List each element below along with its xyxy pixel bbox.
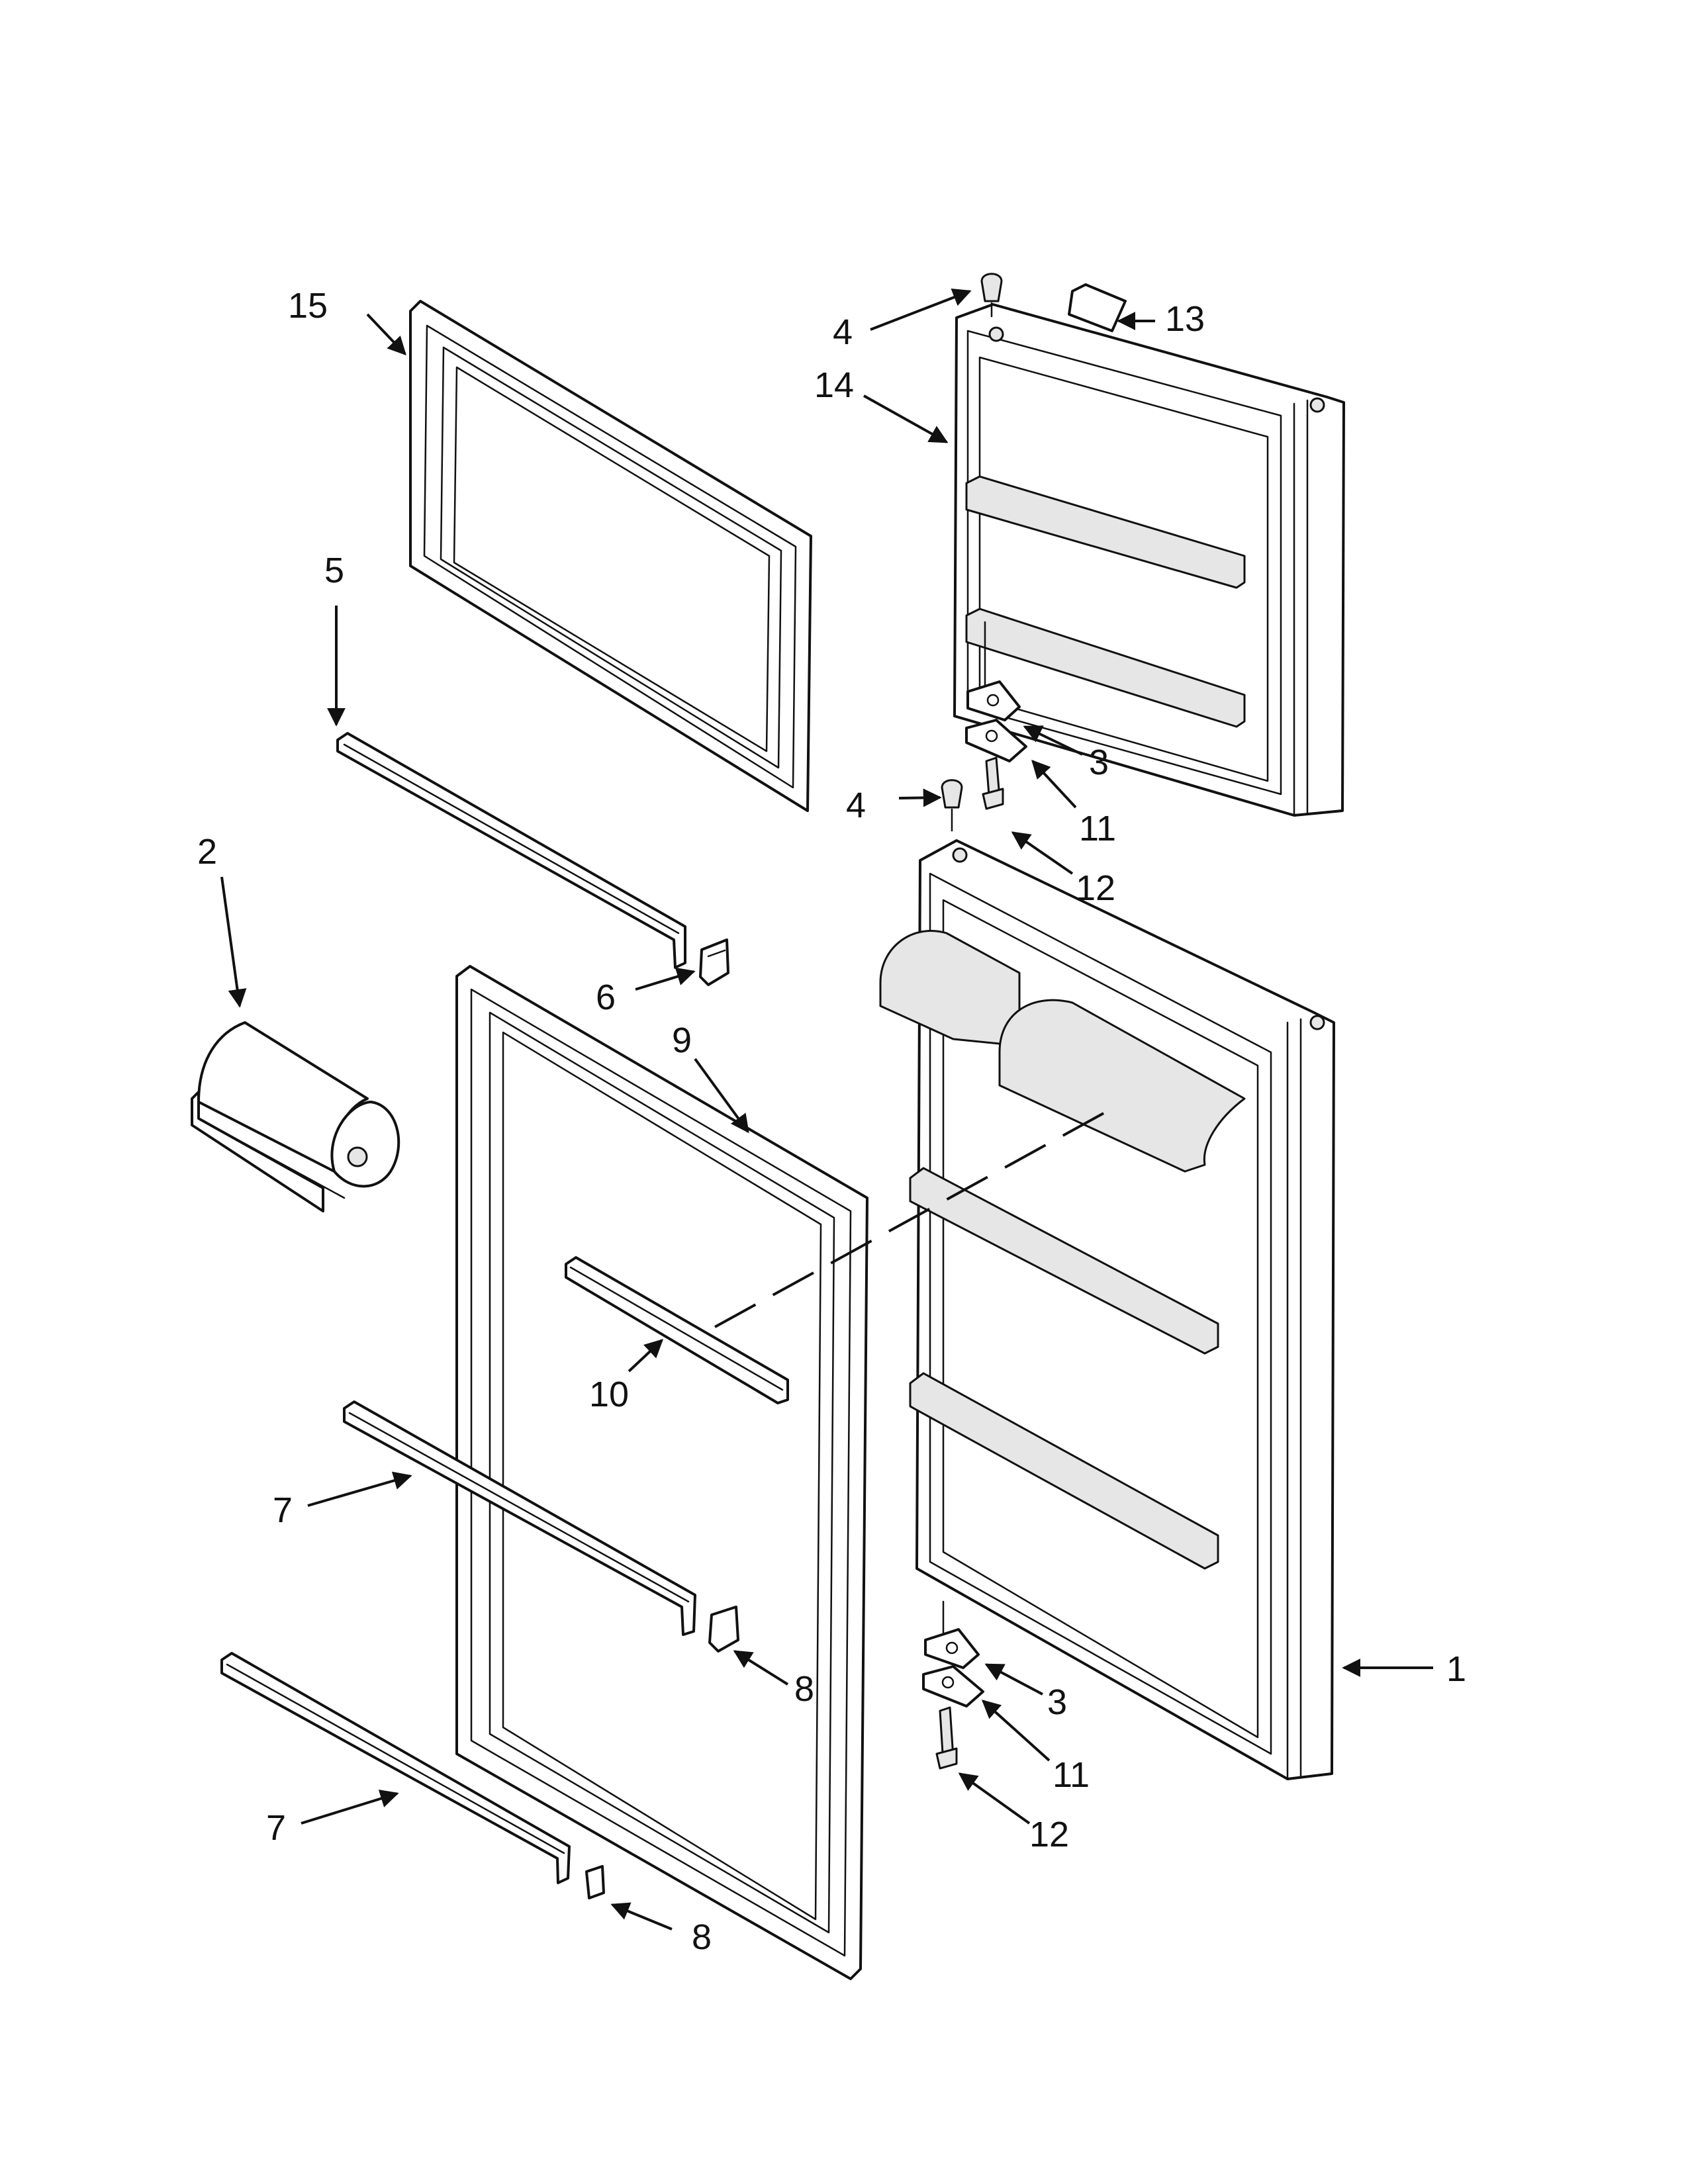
callout-11-upper: 11: [1079, 809, 1116, 848]
callout-3-lower: 3: [1047, 1682, 1067, 1722]
freezer-door-gasket: [409, 300, 812, 812]
trim-end-cap-upper: [708, 1606, 739, 1653]
callout-11-lower: 11: [1053, 1755, 1090, 1795]
callout-5: 5: [324, 551, 344, 590]
callout-4-upper: 4: [833, 312, 853, 352]
callout-12-lower: 12: [1029, 1815, 1069, 1854]
callout-3-upper: 3: [1089, 743, 1109, 782]
freezer-door: [953, 303, 1345, 817]
callout-7-upper: 7: [273, 1490, 293, 1530]
dairy-door: [191, 1021, 400, 1212]
door-label: [1068, 283, 1127, 332]
callout-10: 10: [589, 1375, 629, 1414]
callout-labels: 15 5 2 6 9 10 7 8 7 8 4 14 13 3 11 12 4 …: [197, 286, 1466, 1957]
callout-6: 6: [596, 978, 616, 1017]
hinge-upper: [965, 621, 1027, 810]
hinge-lower: [922, 1600, 984, 1770]
callout-8-upper: 8: [794, 1669, 814, 1709]
hinge-plug-middle: [941, 779, 963, 832]
callout-4-middle: 4: [846, 786, 866, 825]
trim-end-cap-lower: [585, 1865, 605, 1899]
callout-8-lower: 8: [692, 1917, 712, 1957]
callout-2: 2: [197, 832, 217, 872]
trim-end-cap: [699, 938, 729, 986]
fresh-food-door: [879, 839, 1335, 1780]
freezer-door-trim: [336, 732, 686, 969]
callout-7-lower: 7: [266, 1808, 286, 1848]
callout-14: 14: [814, 365, 854, 405]
door-trim-lower: [220, 1652, 571, 1884]
relation-line: [714, 1107, 1113, 1328]
callout-9: 9: [672, 1021, 692, 1060]
callout-12-upper: 12: [1076, 868, 1115, 908]
inner-trim-strip: [565, 1256, 789, 1404]
callout-1: 1: [1446, 1649, 1466, 1689]
leader-lines: [220, 289, 1433, 1931]
hinge-plug-upper: [980, 273, 1003, 318]
callout-15: 15: [288, 286, 328, 326]
callout-13: 13: [1165, 299, 1205, 339]
door-trim-upper: [343, 1400, 696, 1636]
